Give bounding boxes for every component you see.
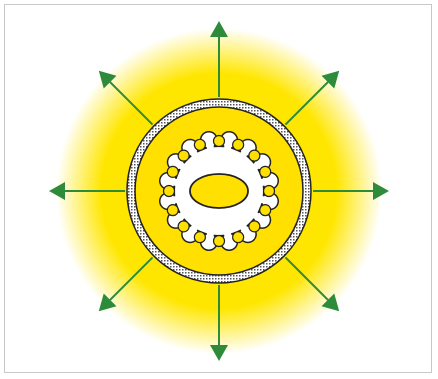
- radial-diagram: [5, 5, 433, 374]
- cell-gap: [214, 136, 225, 147]
- cell-gap: [167, 205, 178, 216]
- cell-gap: [233, 232, 244, 243]
- cell-gap: [164, 186, 175, 197]
- cell-gap: [214, 236, 225, 247]
- cell-gap: [233, 139, 244, 150]
- cell-gap: [178, 221, 189, 232]
- cell-gap: [260, 166, 271, 177]
- cell-gap: [194, 232, 205, 243]
- cell-gap: [167, 166, 178, 177]
- cell-gap: [178, 150, 189, 161]
- cell-gap: [260, 205, 271, 216]
- cell-gap: [249, 221, 260, 232]
- oval-nucleus: [190, 174, 248, 208]
- oval-nucleus: [190, 174, 248, 208]
- diagram-frame: [4, 4, 432, 373]
- cell-gap: [249, 150, 260, 161]
- cell-gap: [194, 139, 205, 150]
- cell-gap: [264, 186, 275, 197]
